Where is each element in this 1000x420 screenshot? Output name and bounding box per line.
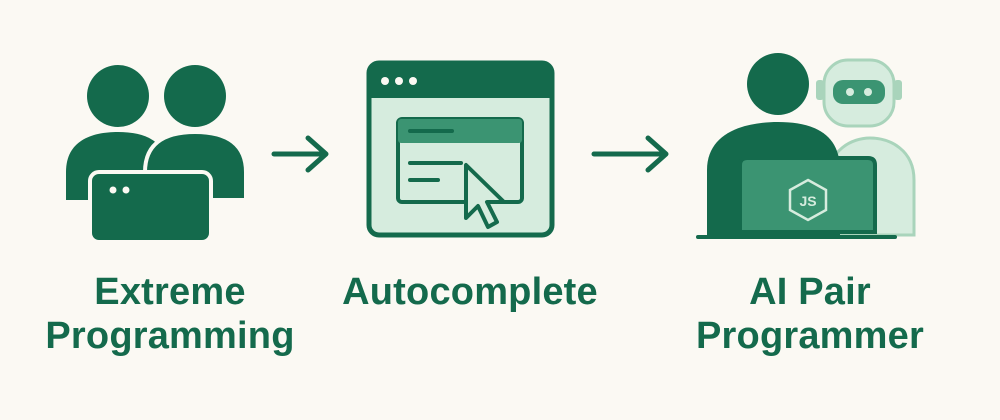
laptop-dot <box>122 186 130 194</box>
window-dot <box>409 77 417 85</box>
mouse-cursor-icon <box>464 163 506 229</box>
arrow-right-icon <box>271 135 329 173</box>
stage-label-line: Programming <box>45 315 295 357</box>
developer-head <box>747 53 809 115</box>
stage-label-ai-pair-programmer: AI Pair Programmer <box>675 270 945 358</box>
stage-label-extreme-programming: Extreme Programming <box>40 270 300 358</box>
window-titlebar <box>371 65 550 98</box>
arrow-right-icon <box>591 135 669 173</box>
person-head-left <box>87 65 149 127</box>
laptop-dot <box>109 186 117 194</box>
developer-robot-laptop-icon: JS <box>696 53 916 239</box>
window-dot <box>395 77 403 85</box>
nodejs-logo-icon <box>788 178 828 222</box>
stage-label-line: Extreme <box>94 271 246 313</box>
stage-label-line: Autocomplete <box>342 271 598 313</box>
laptop-screen <box>88 170 213 244</box>
code-window-cursor-icon <box>366 60 555 238</box>
stage-label-autocomplete: Autocomplete <box>320 270 620 314</box>
person-head-right <box>164 65 226 127</box>
stage-label-line: Programmer <box>696 315 924 357</box>
stage-label-line: AI Pair <box>749 271 871 313</box>
suggestion-header <box>398 119 522 143</box>
laptop <box>738 156 877 234</box>
pair-programmers-laptop-icon <box>66 65 248 244</box>
window-dot <box>381 77 389 85</box>
laptop-badge: JS <box>799 193 816 209</box>
